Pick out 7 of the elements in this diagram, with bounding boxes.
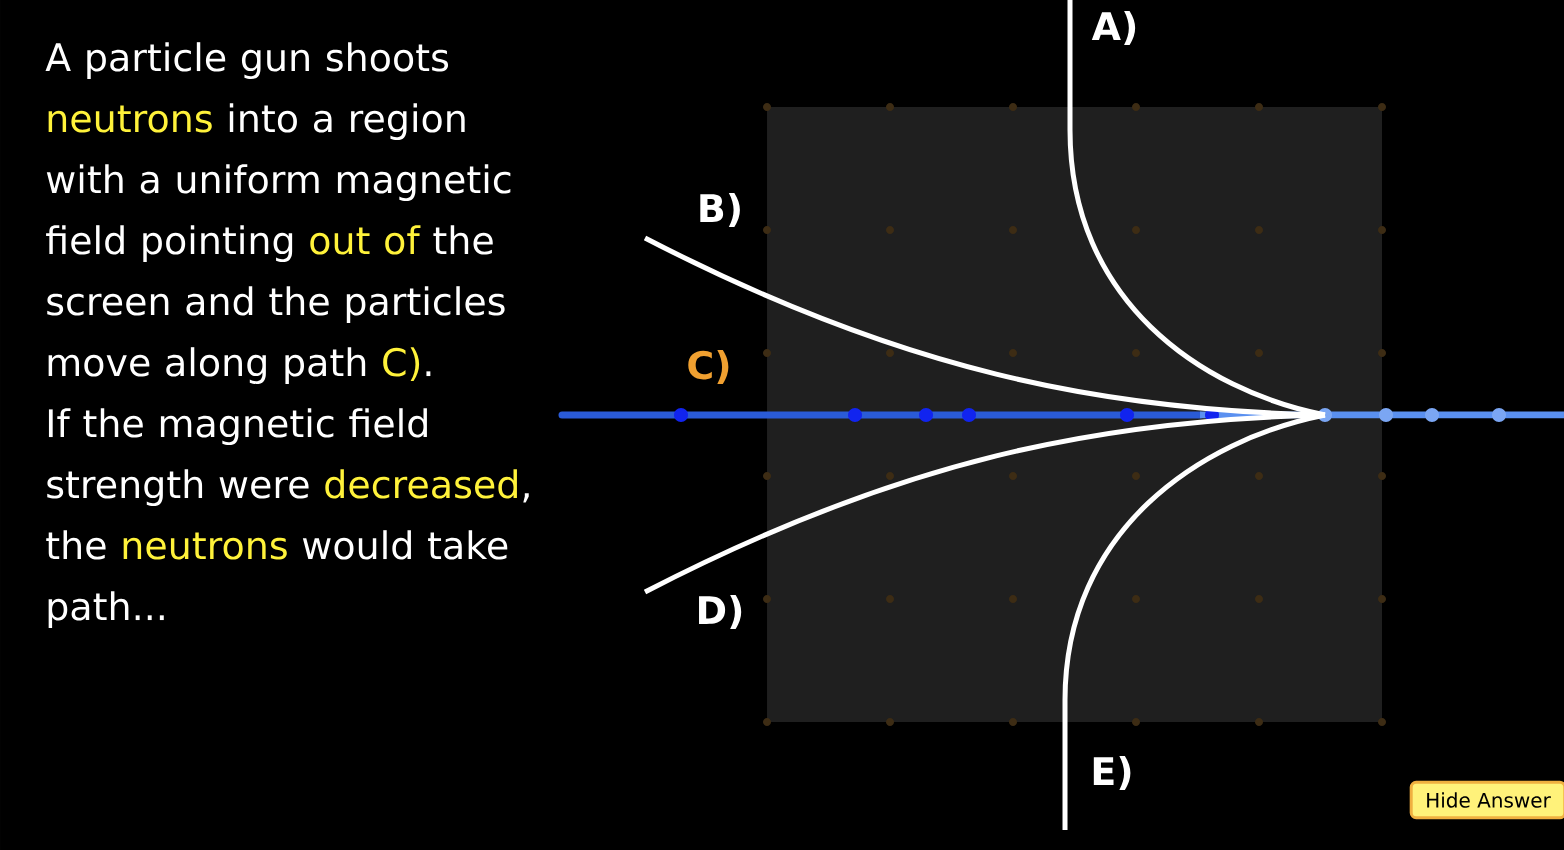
question-text: A particle gun shoots neutrons into a region with a uniform magnetic field pointing out of the screen and the particles move along path C). If the magnetic field strength were decreased, the neutrons would take path... [45,42,529,628]
path-label: D) [699,595,742,629]
path-label: A) [1091,11,1136,45]
path-label: B) [700,193,740,227]
path-label: C) [688,350,729,384]
button: Hide Answer [1409,780,1564,820]
path-label: E) [1093,756,1131,790]
